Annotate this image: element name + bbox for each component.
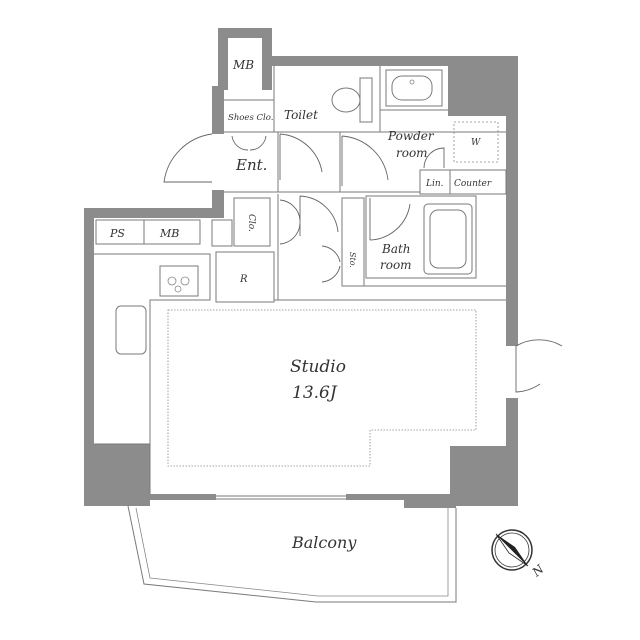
compass-ring (491, 529, 533, 571)
wall-entrance-left-lower (212, 190, 224, 218)
kitchen-counter (94, 253, 211, 445)
label-counter: Counter (454, 179, 492, 189)
compass: N (491, 529, 547, 580)
label-ps: PS (109, 227, 125, 240)
compass-needle-light (495, 533, 529, 567)
label-studio-size: 13.6J (292, 383, 338, 403)
clo-box (233, 197, 271, 247)
label-powder-room-1: Powder (387, 129, 435, 143)
wall-bottom-mid (346, 494, 410, 500)
counter-box (449, 169, 507, 195)
wall-bottom-left-block (84, 444, 150, 506)
wall-left (84, 208, 94, 506)
label-w: W (471, 138, 481, 148)
washbasin (385, 69, 443, 107)
wall-top-right-block (448, 56, 518, 116)
sto-door (321, 245, 341, 283)
wall-bottom-step (404, 494, 456, 508)
w-box (453, 121, 499, 163)
entrance-door (163, 133, 213, 183)
doors (163, 133, 563, 393)
label-bath-room-2: room (380, 258, 412, 272)
label-sto: Sto. (348, 252, 357, 268)
hall-door (299, 195, 339, 236)
wall-top (262, 56, 518, 66)
labels: MB Shoes Clo. Toilet Powder room W Ent. … (109, 58, 492, 552)
burner-1 (167, 276, 177, 286)
stove (159, 265, 199, 297)
label-bath-room-1: Bath (381, 242, 411, 256)
label-toilet: Toilet (284, 108, 318, 122)
burner-2 (180, 276, 190, 286)
interior-lines (94, 66, 507, 603)
compass-north-label: N (529, 562, 547, 580)
label-r: R (239, 274, 248, 285)
lin-door (423, 147, 445, 169)
wall-ps-top (84, 208, 224, 218)
washbasin-bowl (391, 75, 433, 101)
shoes-clo-door (231, 135, 267, 151)
bathtub-inner (429, 209, 467, 269)
wall-entrance-left (212, 86, 224, 134)
label-mb-left: MB (159, 227, 179, 240)
bathtub-outer (423, 203, 473, 275)
wall-bottom-right-block (450, 446, 518, 506)
fixtures (331, 69, 443, 123)
label-lin: Lin. (425, 179, 444, 189)
washbasin-drain (409, 79, 415, 85)
bath-door (369, 198, 411, 241)
balcony-inner (135, 507, 449, 597)
toilet-door (279, 133, 323, 180)
label-shoes-clo: Shoes Clo. (228, 113, 273, 123)
bath-room-outline (365, 195, 477, 279)
label-entrance: Ent. (235, 156, 267, 174)
walls (84, 28, 518, 508)
mb-left-box (143, 219, 201, 245)
sto-box (341, 197, 365, 287)
clo-door (279, 199, 301, 245)
studio-outline (167, 309, 477, 467)
sink (115, 305, 147, 355)
toilet-bowl (331, 87, 361, 113)
wall-mb-top (218, 28, 272, 90)
compass-ring-inner (494, 532, 530, 568)
label-clo: Clo. (246, 214, 256, 232)
wall-right (506, 110, 518, 346)
label-studio: Studio (290, 357, 346, 377)
label-powder-room-2: room (396, 146, 428, 160)
side-door (515, 339, 563, 393)
fridge-box (215, 251, 275, 303)
burner-3 (174, 285, 182, 293)
small-box (211, 219, 233, 247)
label-balcony: Balcony (291, 533, 357, 552)
label-mb-top: MB (232, 58, 254, 72)
wall-bottom (150, 494, 216, 500)
powder-door (341, 135, 389, 186)
balcony-outline (127, 505, 457, 603)
toilet-tank (359, 77, 373, 123)
